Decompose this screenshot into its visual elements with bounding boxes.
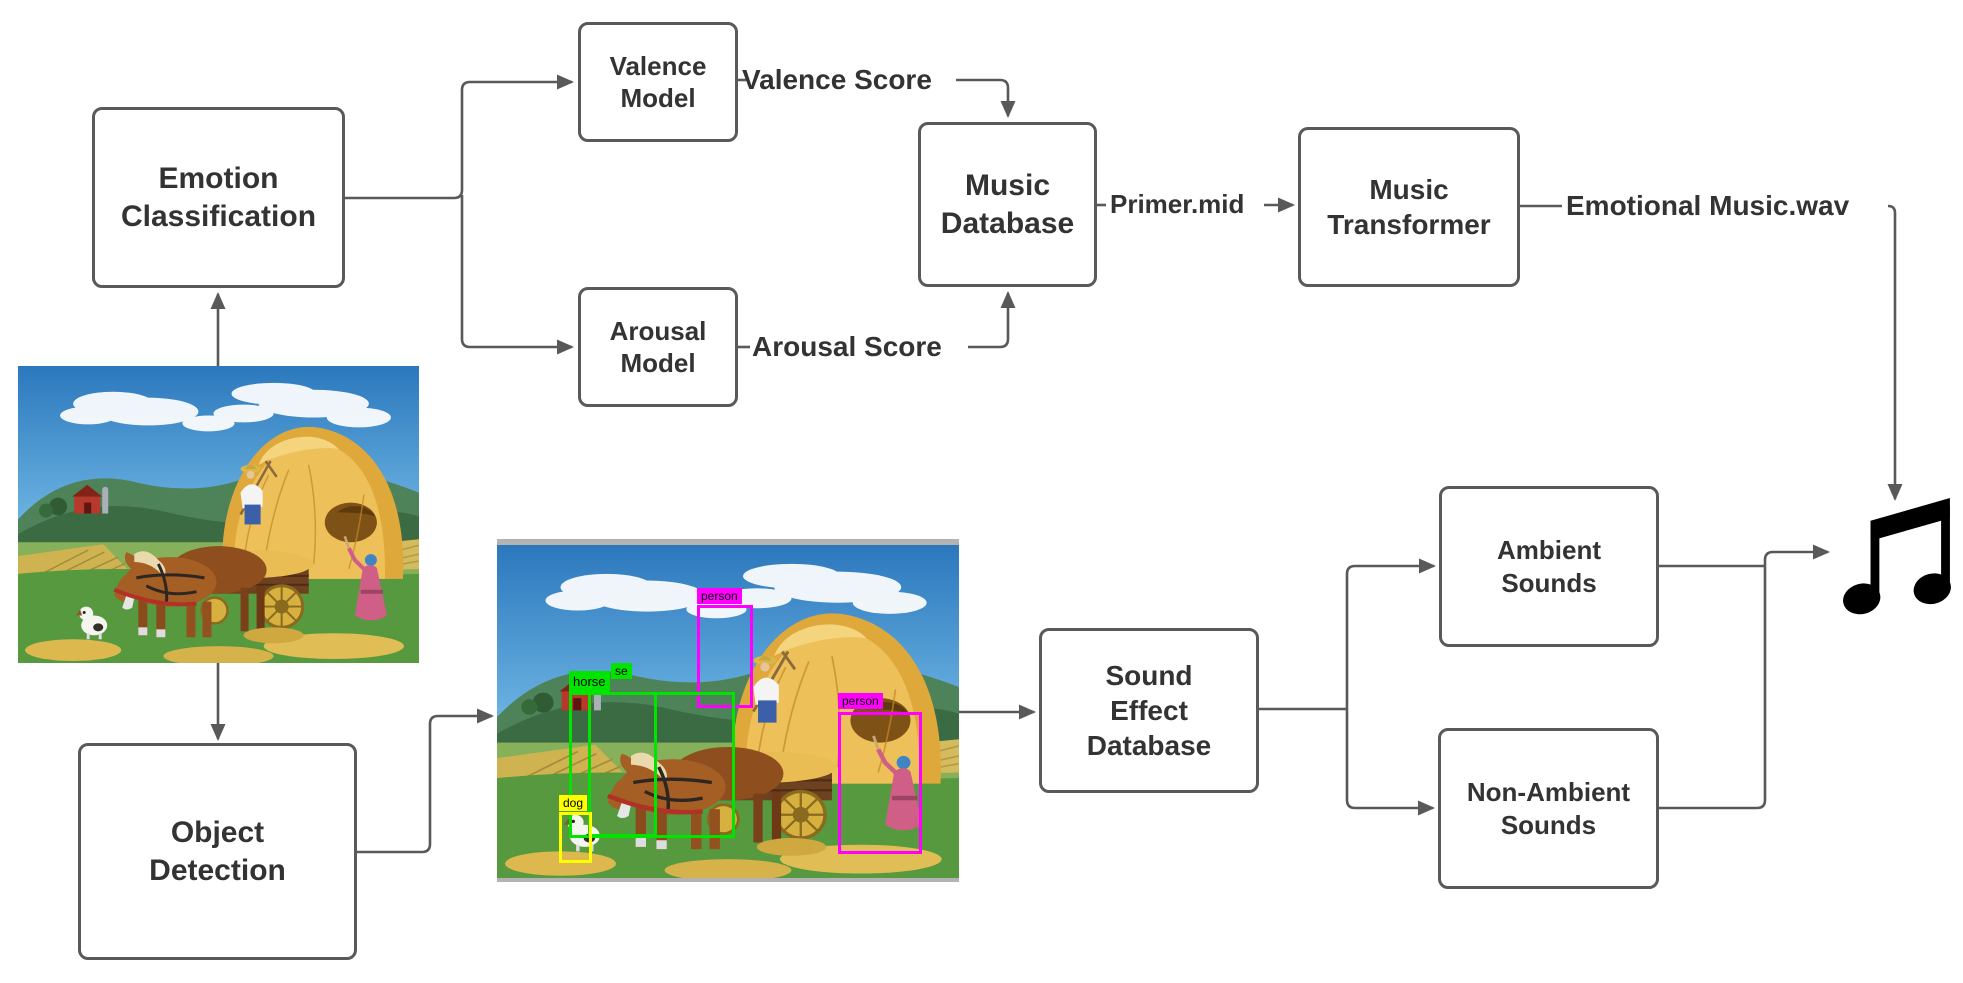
edge-valence-to-db (956, 78, 1016, 118)
edge-nonambient-to-note (1659, 544, 1830, 810)
edge-label-valence-score: Valence Score (742, 64, 932, 95)
music-note-icon (1843, 498, 1951, 615)
detection-label-person-right: person (838, 693, 883, 709)
node-non-ambient-sounds: Non-Ambient Sounds (1438, 728, 1659, 889)
node-arousal-model: Arousal Model (578, 287, 738, 407)
input-image (18, 366, 419, 663)
node-object-detection: Object Detection (78, 743, 357, 960)
bounding-box-horse-inner (588, 692, 657, 837)
detection-label-horse-partial: se (611, 663, 632, 679)
image-top-bar (497, 539, 959, 545)
node-music-database: Music Database (918, 122, 1097, 287)
node-ambient-sounds: Ambient Sounds (1439, 486, 1659, 647)
edge-label-emotional-music-wav: Emotional Music.wav (1566, 190, 1850, 221)
node-valence-model: Valence Model (578, 22, 738, 142)
edge-arousal-to-db (968, 291, 1016, 349)
edge-label-arousal-score: Arousal Score (752, 331, 942, 362)
edge-ec-branch (345, 74, 574, 200)
node-sound-effect-database: Sound Effect Database (1039, 628, 1259, 793)
farm-scene-picture (18, 366, 419, 663)
edge-od-to-detected (357, 708, 494, 854)
detection-label-horse: horse (569, 671, 610, 694)
image-bottom-bar (497, 878, 959, 882)
detection-label-dog: dog (559, 795, 588, 811)
bounding-box-dog (559, 812, 592, 863)
edge-sed-to-ambient (1345, 558, 1436, 709)
edge-sed-to-nonambient (1345, 709, 1435, 816)
edge-ec-arousal (460, 195, 574, 355)
edge-emotional-down (1887, 204, 1903, 501)
detection-label-person-top: person (697, 588, 742, 604)
edge-label-primer-mid: Primer.mid (1110, 189, 1245, 219)
bounding-box-person-right (838, 712, 922, 854)
bounding-box-person-top (697, 605, 753, 708)
node-music-transformer: Music Transformer (1298, 127, 1520, 287)
object-detection-output-image: person horse se dog person (497, 539, 959, 882)
node-emotion-classification: Emotion Classification (92, 107, 345, 288)
